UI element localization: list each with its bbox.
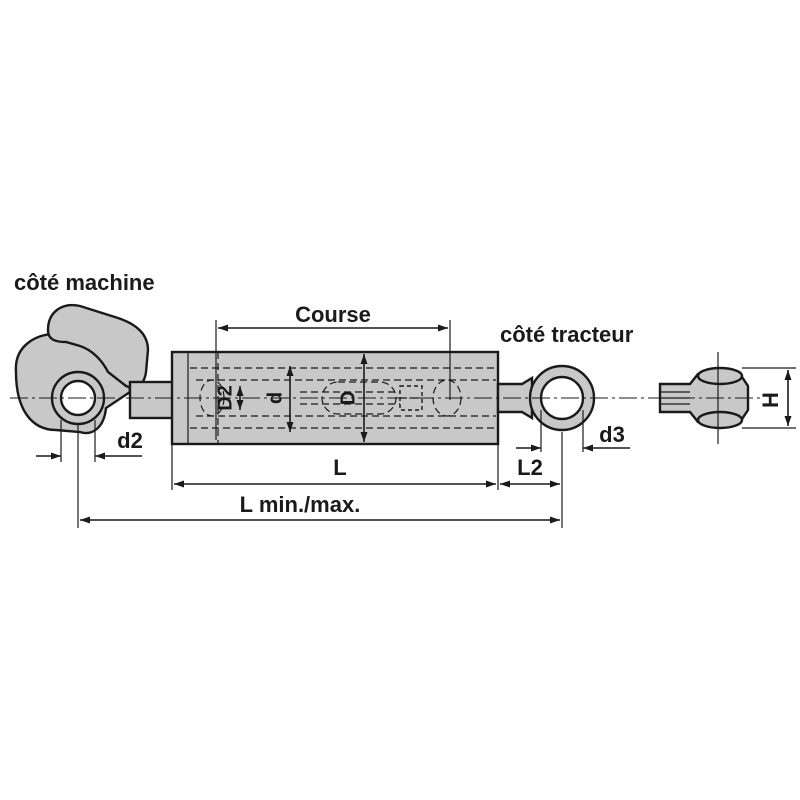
side-machine-label: côté machine bbox=[14, 270, 155, 295]
dimension-course: Course bbox=[215, 302, 451, 440]
H-label: H bbox=[758, 392, 783, 408]
L2-label: L2 bbox=[517, 455, 543, 480]
D-label: D bbox=[337, 391, 359, 405]
L-minmax-label: L min./max. bbox=[240, 492, 361, 517]
dimension-d3: d3 bbox=[516, 410, 630, 452]
hidden-slot bbox=[321, 381, 397, 415]
dimension-D2: D2 bbox=[214, 385, 244, 411]
dimension-L: L bbox=[171, 444, 499, 490]
dimension-D: D bbox=[337, 354, 368, 442]
side-tractor-label: côté tracteur bbox=[500, 322, 634, 347]
L-label: L bbox=[333, 455, 346, 480]
course-label: Course bbox=[295, 302, 371, 327]
eye-side-view bbox=[658, 352, 750, 444]
dimension-d: d bbox=[264, 366, 294, 432]
dimension-L2: L2 bbox=[500, 432, 563, 528]
d-label: d bbox=[264, 392, 286, 404]
machine-side-hook bbox=[14, 303, 176, 435]
dimension-d2: d2 bbox=[36, 420, 143, 462]
D2-label: D2 bbox=[214, 385, 236, 411]
dimension-H: H bbox=[742, 367, 796, 429]
d2-label: d2 bbox=[117, 428, 143, 453]
dimension-L-minmax: L min./max. bbox=[77, 424, 560, 528]
d3-label: d3 bbox=[599, 422, 625, 447]
